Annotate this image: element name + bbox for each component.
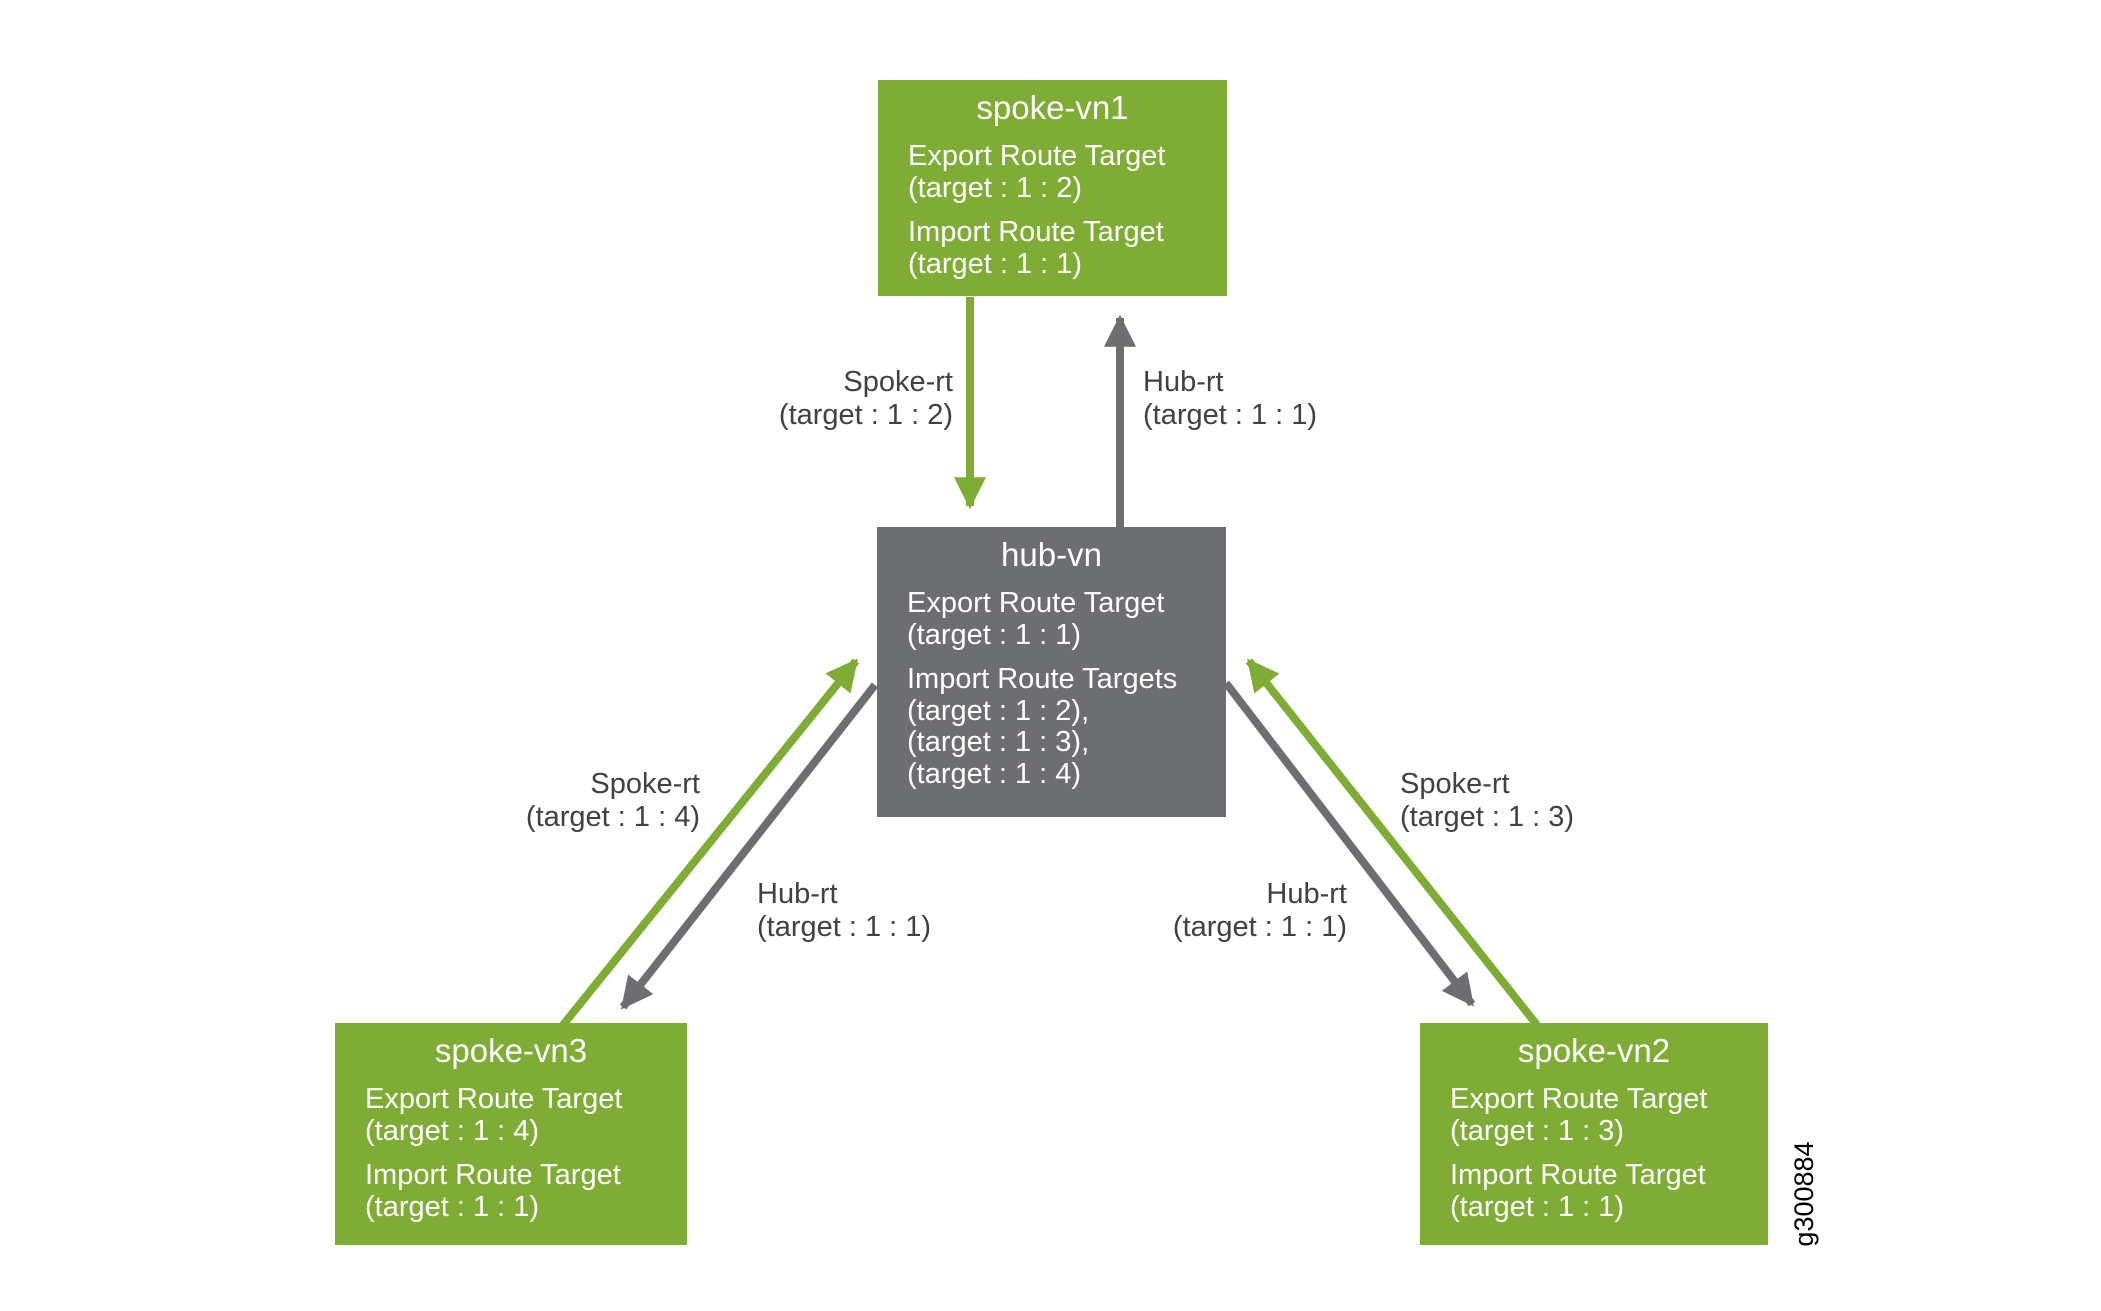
- import-route-targets-label: Import Route Targets: [907, 663, 1178, 695]
- export-route-target-block: Export Route Target (target : 1 : 3): [1450, 1083, 1738, 1147]
- import-route-target-value: (target : 1 : 1): [1450, 1190, 1625, 1223]
- label-spoke2-to-hub: Spoke-rt (target : 1 : 3): [1400, 768, 1574, 834]
- export-route-target-label: Export Route Target: [365, 1083, 623, 1115]
- export-route-target-block: Export Route Target (target : 1 : 1): [907, 587, 1196, 651]
- edge-label-name: Spoke-rt: [590, 768, 700, 800]
- node-spoke-vn2: spoke-vn2 Export Route Target (target : …: [1420, 1023, 1768, 1245]
- node-body: Export Route Target (target : 1 : 1) Imp…: [877, 587, 1226, 790]
- import-route-target-label: Import Route Target: [908, 216, 1164, 248]
- edge-label-target: (target : 1 : 1): [1172, 911, 1347, 943]
- edge-label-target: (target : 1 : 1): [757, 911, 932, 943]
- import-route-target-block: Import Route Target (target : 1 : 1): [908, 216, 1197, 280]
- label-spoke3-to-hub: Spoke-rt (target : 1 : 4): [480, 768, 700, 834]
- node-title: spoke-vn1: [976, 89, 1129, 126]
- label-hub-to-spoke1: Hub-rt (target : 1 : 1): [1143, 366, 1317, 432]
- node-body: Export Route Target (target : 1 : 4) Imp…: [335, 1083, 687, 1223]
- import-route-target-value-1: (target : 1 : 2),: [907, 694, 1090, 727]
- export-route-target-label: Export Route Target: [1450, 1083, 1708, 1115]
- node-spoke-vn1: spoke-vn1 Export Route Target (target : …: [878, 80, 1227, 296]
- edge-label-name: Spoke-rt: [1400, 768, 1510, 800]
- import-route-target-value: (target : 1 : 1): [908, 247, 1083, 280]
- label-spoke1-to-hub: Spoke-rt (target : 1 : 2): [753, 366, 953, 432]
- export-route-target-block: Export Route Target (target : 1 : 4): [365, 1083, 657, 1147]
- export-route-target-value: (target : 1 : 4): [365, 1114, 540, 1147]
- arrow-hub-to-spoke3: [619, 682, 879, 1010]
- import-route-target-value: (target : 1 : 1): [365, 1190, 540, 1223]
- arrow-spoke3-to-hub: [559, 658, 860, 1028]
- export-route-target-label: Export Route Target: [907, 587, 1165, 619]
- edge-label-name: Hub-rt: [1143, 366, 1224, 398]
- import-route-target-label: Import Route Target: [1450, 1159, 1706, 1191]
- node-title: spoke-vn2: [1517, 1032, 1671, 1069]
- edge-label-name: Hub-rt: [1266, 878, 1347, 910]
- edge-label-name: Hub-rt: [757, 878, 838, 910]
- import-route-target-value-2: (target : 1 : 3),: [907, 726, 1090, 758]
- node-spoke-vn3: spoke-vn3 Export Route Target (target : …: [335, 1023, 687, 1245]
- node-body: Export Route Target (target : 1 : 3) Imp…: [1420, 1083, 1768, 1223]
- export-route-target-label: Export Route Target: [908, 140, 1166, 172]
- node-title: hub-vn: [1001, 536, 1102, 573]
- node-body: Export Route Target (target : 1 : 2) Imp…: [878, 140, 1227, 280]
- import-route-targets-block: Import Route Targets (target : 1 : 2), (…: [907, 663, 1196, 790]
- export-route-target-value: (target : 1 : 2): [908, 171, 1083, 204]
- figure-id: g300884: [1789, 1141, 1819, 1247]
- edge-label-name: Spoke-rt: [843, 366, 953, 398]
- arrow-hub-to-spoke2: [1222, 680, 1476, 1007]
- import-route-target-block: Import Route Target (target : 1 : 1): [1450, 1159, 1738, 1223]
- edge-label-target: (target : 1 : 4): [525, 801, 700, 833]
- edge-label-target: (target : 1 : 3): [1400, 801, 1575, 833]
- export-route-target-block: Export Route Target (target : 1 : 2): [908, 140, 1197, 204]
- export-route-target-value: (target : 1 : 3): [1450, 1114, 1625, 1147]
- arrow-spoke2-to-hub: [1245, 658, 1541, 1028]
- label-hub-to-spoke2: Hub-rt (target : 1 : 1): [1127, 878, 1347, 944]
- node-title: spoke-vn3: [434, 1032, 588, 1069]
- edge-label-target: (target : 1 : 1): [1143, 399, 1318, 431]
- export-route-target-value: (target : 1 : 1): [907, 618, 1082, 651]
- edge-label-target: (target : 1 : 2): [778, 399, 953, 431]
- import-route-target-label: Import Route Target: [365, 1159, 621, 1191]
- import-route-target-block: Import Route Target (target : 1 : 1): [365, 1159, 657, 1223]
- node-hub-vn: hub-vn Export Route Target (target : 1 :…: [877, 527, 1226, 817]
- import-route-target-value-3: (target : 1 : 4): [907, 757, 1082, 790]
- label-hub-to-spoke3: Hub-rt (target : 1 : 1): [757, 878, 931, 944]
